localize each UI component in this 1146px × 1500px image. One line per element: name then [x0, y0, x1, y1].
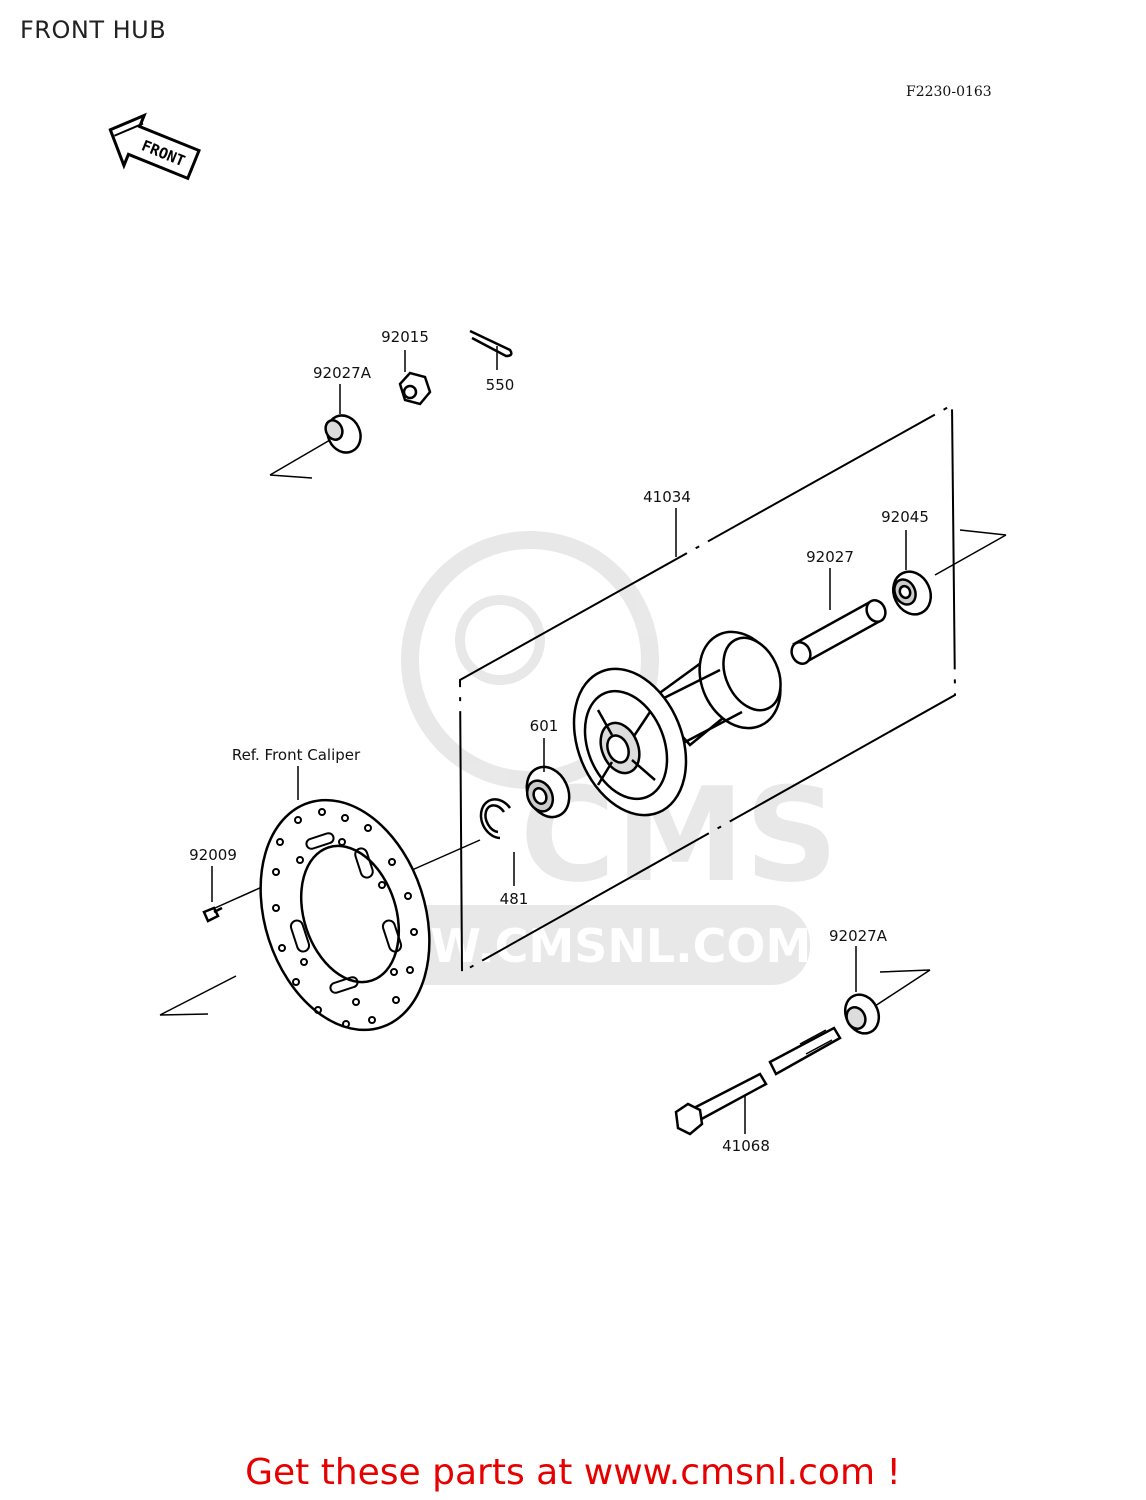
part-label-550: 550: [486, 376, 515, 394]
reference-front-caliper: Ref. Front Caliper: [232, 746, 361, 764]
part-label-92009: 92009: [189, 846, 237, 864]
part-label-601: 601: [530, 717, 559, 735]
page-title: FRONT HUB: [20, 16, 167, 44]
collar-92027a-upper: [324, 414, 362, 454]
spacer-92027: [790, 599, 887, 665]
part-label-92027a-upper: 92027A: [313, 364, 372, 382]
part-label-481: 481: [500, 890, 529, 908]
collar-92027a-lower: [843, 993, 881, 1035]
cotter-pin-550: [469, 329, 513, 358]
hub-41034: [572, 630, 782, 817]
part-label-92045: 92045: [881, 508, 929, 526]
nut-92015: [398, 371, 432, 406]
axle-41068: [674, 1026, 842, 1136]
brake-disc: [259, 798, 431, 1032]
diagram-code: F2230-0163: [906, 84, 992, 100]
part-label-92027a-lower: 92027A: [829, 927, 888, 945]
front-direction-arrow: FRONT: [108, 112, 201, 181]
circlip-481: [479, 798, 512, 840]
part-label-92015: 92015: [381, 328, 429, 346]
leader-lines: [211, 346, 907, 1134]
hub-assembly-outline: [458, 403, 957, 974]
part-label-41068: 41068: [722, 1137, 770, 1155]
screw-92009: [202, 906, 223, 923]
bearing-601: [525, 765, 571, 819]
bearing-92045: [891, 570, 933, 616]
part-label-41034: 41034: [643, 488, 691, 506]
cmsnl-call-to-action[interactable]: Get these parts at www.cmsnl.com !: [245, 1452, 901, 1493]
part-label-92027: 92027: [806, 548, 854, 566]
